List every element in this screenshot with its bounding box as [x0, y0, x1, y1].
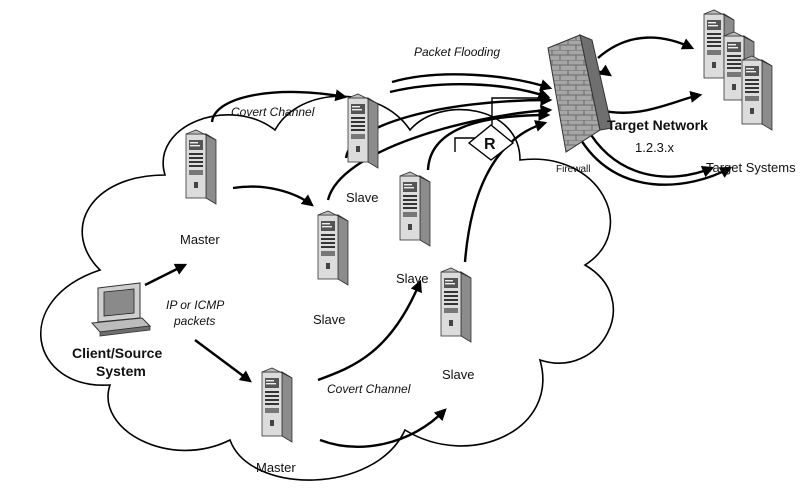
target-systems-label: Target Systems: [706, 160, 796, 175]
slave-server-3-icon: [399, 171, 431, 247]
slave-3-label: Slave: [396, 271, 429, 286]
client-label-line2: System: [96, 363, 146, 379]
router-label: R: [484, 136, 496, 153]
slave-2-label: Slave: [313, 312, 346, 327]
slave-1-label: Slave: [346, 190, 379, 205]
target-server-icon: [703, 9, 773, 131]
target-network-label: Target Network: [607, 117, 708, 133]
covert-channel-bottom-label: Covert Channel: [327, 382, 411, 396]
slave-4-label: Slave: [442, 367, 475, 382]
packets-label-line1: IP or ICMP: [166, 298, 224, 312]
covert-channel-top-label: Covert Channel: [231, 105, 315, 119]
target-ip-label: 1.2.3.x: [635, 140, 675, 155]
master-bottom-label: Master: [256, 460, 296, 475]
firewall-label: Firewall: [556, 164, 590, 175]
client-label-line1: Client/Source: [72, 345, 162, 361]
master-server-bottom-icon: [261, 367, 293, 443]
master-server-top-icon: [185, 129, 217, 205]
packets-label-line2: packets: [173, 314, 215, 328]
packet-flooding-label: Packet Flooding: [414, 45, 500, 59]
client-computer-icon: [90, 282, 152, 337]
slave-server-1-icon: [347, 93, 379, 169]
network-cloud: [40, 95, 615, 481]
master-top-label: Master: [180, 232, 220, 247]
router-icon: [467, 124, 515, 161]
firewall-icon: [547, 34, 613, 153]
slave-server-2-icon: [317, 210, 349, 286]
slave-server-4-icon: [440, 267, 472, 343]
connection-arrows: [144, 36, 733, 448]
